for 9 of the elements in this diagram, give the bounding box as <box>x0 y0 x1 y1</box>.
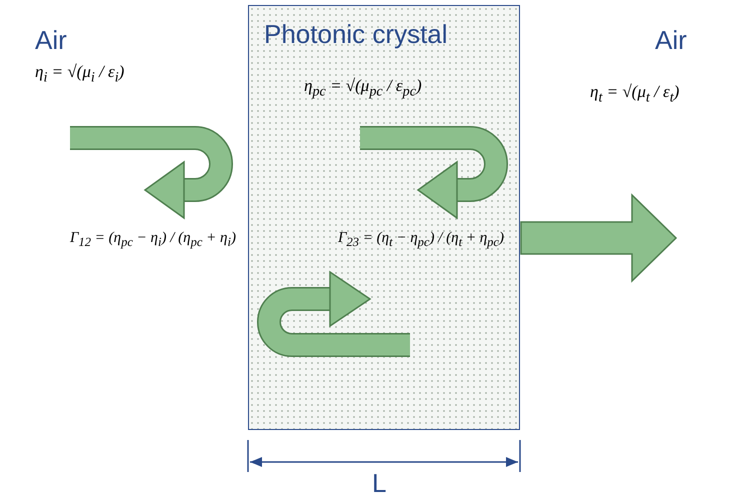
region-label: Photonic crystal <box>264 19 448 50</box>
formula: η$_{t}$ = √(μ$_{t}$ / ε$_{t}$) <box>590 82 680 106</box>
dimension-label: L <box>372 468 386 499</box>
formula: Γ$_{12}$ = (η$_{pc}$ − η$_{i}$) / (η$_{pc}$ + η$_{i}$) <box>70 230 236 250</box>
region-label: Air <box>35 25 67 56</box>
region-label: Air <box>655 25 687 56</box>
formula: η$_{i}$ = √(μ$_{i}$ / ε$_{i}$) <box>35 62 124 86</box>
formula: η$_{pc}$ = √(μ$_{pc}$ / ε$_{pc}$) <box>304 76 422 100</box>
formula: Γ$_{23}$ = (η$_{t}$ − η$_{pc}$) / (η$_{t}$ + η$_{pc}$) <box>338 230 504 250</box>
